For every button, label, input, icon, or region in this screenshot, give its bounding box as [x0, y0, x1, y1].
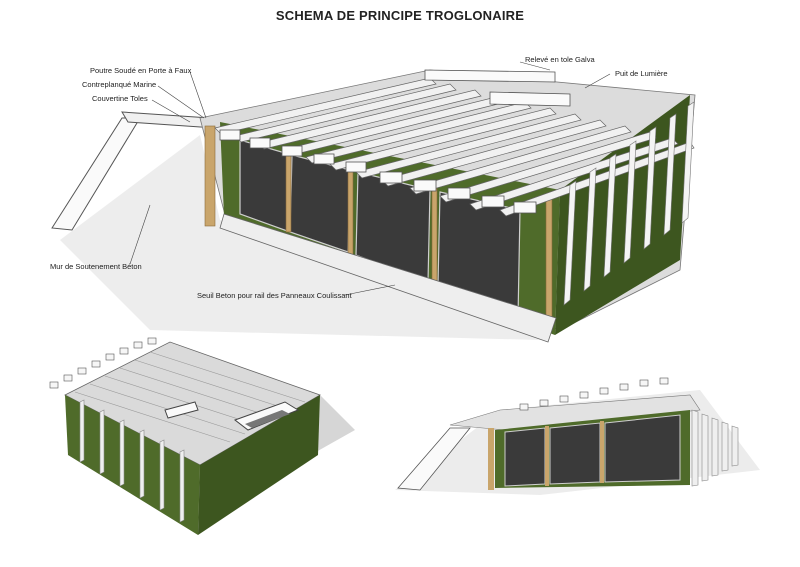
side-beam-ends	[519, 377, 669, 411]
ground-shadow	[60, 135, 540, 340]
label-releve: Relevé en tole Galva	[525, 55, 595, 64]
aerial-side-cladding	[198, 395, 320, 535]
side-fins	[563, 101, 695, 306]
aerial-fins	[79, 399, 185, 523]
aerial-beam-ends	[49, 337, 157, 389]
label-mur: Mur de Soutenement Béton	[50, 262, 142, 271]
page-title: SCHEMA DE PRINCIPE TROGLONAIRE	[275, 8, 525, 23]
side-retaining-wall	[397, 427, 471, 491]
side-wood-posts	[488, 421, 604, 490]
label-seuil: Seuil Beton pour rail des Panneaux Couli…	[197, 291, 352, 300]
aerial-lightwell-inner	[245, 410, 290, 428]
side-glazing	[504, 414, 681, 487]
side-roof	[449, 394, 701, 431]
label-poutre: Poutre Soudé en Porte à Faux	[90, 66, 192, 75]
roof-slats	[214, 77, 695, 217]
aerial-front-cladding	[65, 395, 200, 535]
side-view	[395, 377, 760, 495]
beam-ends	[219, 129, 537, 214]
label-puit: Puit de Lumière	[615, 69, 668, 78]
leader-lines	[129, 61, 611, 296]
aerial-skylight	[164, 401, 199, 419]
label-contreplaque: Contreplanqué Marine	[82, 80, 157, 89]
glazing	[239, 139, 521, 319]
concrete-threshold	[219, 213, 557, 343]
aerial-view	[49, 337, 355, 535]
label-couvertine: Couvertine Toles	[92, 94, 148, 103]
main-perspective-view	[51, 61, 696, 343]
side-fins	[691, 409, 739, 487]
skylights	[424, 69, 571, 107]
